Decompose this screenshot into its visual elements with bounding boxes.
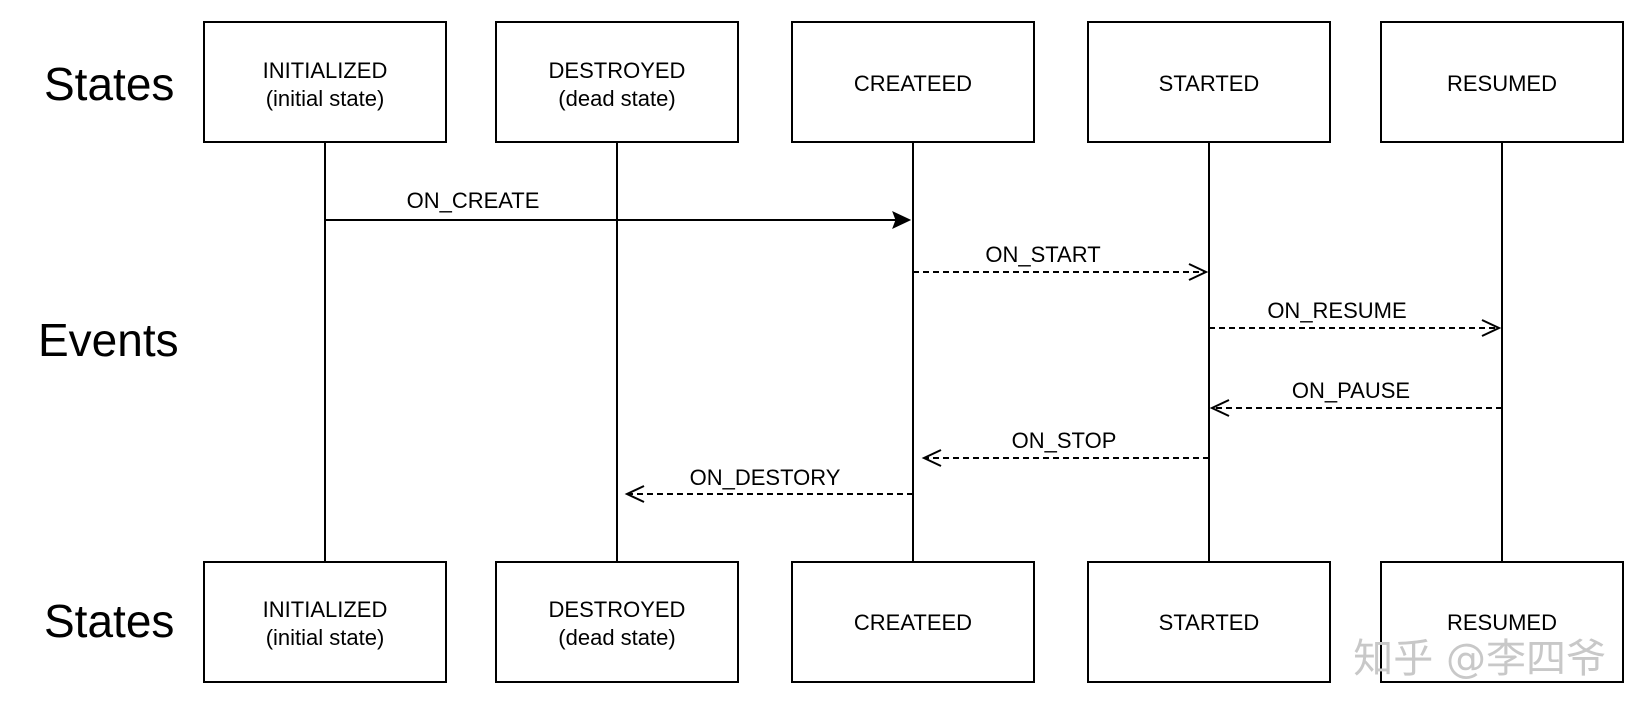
event-label: ON_DESTORY xyxy=(690,465,841,490)
state-name: CREATEED xyxy=(854,610,972,635)
watermark: 知乎 @李四爷 xyxy=(1353,636,1606,682)
event-label: ON_PAUSE xyxy=(1292,378,1410,403)
state-name: CREATEED xyxy=(854,71,972,96)
open-arrowhead-icon xyxy=(1481,319,1502,337)
state-note: (initial state) xyxy=(266,86,385,111)
event-label: ON_STOP xyxy=(1012,428,1117,453)
state-box-resumed-top: RESUMED xyxy=(1380,21,1624,143)
row-label-top-states: States xyxy=(44,58,174,110)
event-on-pause: ON_PAUSE xyxy=(1209,378,1502,417)
open-arrowhead-icon xyxy=(1188,263,1209,281)
state-box-resumed-bottom: RESUMED xyxy=(1380,561,1624,683)
bottom-states-row: INITIALIZED (initial state) DESTROYED (d… xyxy=(203,561,1624,683)
row-label-bottom-states: States xyxy=(44,595,174,647)
state-name: DESTROYED xyxy=(549,597,686,622)
open-arrowhead-icon xyxy=(624,485,645,503)
event-on-destory: ON_DESTORY xyxy=(624,465,913,503)
state-box-destroyed-top: DESTROYED (dead state) xyxy=(495,21,739,143)
state-name: RESUMED xyxy=(1447,71,1557,96)
event-label: ON_START xyxy=(985,242,1100,267)
row-label-events: Events xyxy=(38,314,179,366)
state-box-createed-bottom: CREATEED xyxy=(791,561,1035,683)
state-box-createed-top: CREATEED xyxy=(791,21,1035,143)
open-arrowhead-icon xyxy=(921,449,942,467)
state-name: RESUMED xyxy=(1447,610,1557,635)
state-note: (initial state) xyxy=(266,625,385,650)
event-on-stop: ON_STOP xyxy=(921,428,1209,467)
open-arrowhead-icon xyxy=(1209,399,1230,417)
state-box-started-top: STARTED xyxy=(1087,21,1331,143)
event-label: ON_CREATE xyxy=(407,188,540,213)
event-on-resume: ON_RESUME xyxy=(1209,298,1502,337)
event-on-start: ON_START xyxy=(913,242,1209,281)
state-name: INITIALIZED xyxy=(263,58,388,83)
events-group: ON_CREATE ON_START ON_RESUME ON_PAUSE ON… xyxy=(325,188,1502,503)
event-label: ON_RESUME xyxy=(1267,298,1406,323)
top-states-row: INITIALIZED (initial state) DESTROYED (d… xyxy=(203,21,1624,143)
state-box-started-bottom: STARTED xyxy=(1087,561,1331,683)
state-name: INITIALIZED xyxy=(263,597,388,622)
event-on-create: ON_CREATE xyxy=(325,188,912,229)
state-name: STARTED xyxy=(1159,71,1260,96)
state-name: STARTED xyxy=(1159,610,1260,635)
state-note: (dead state) xyxy=(558,86,675,111)
state-box-destroyed-bottom: DESTROYED (dead state) xyxy=(495,561,739,683)
arrowhead-icon xyxy=(892,211,912,229)
state-box-initialized-bottom: INITIALIZED (initial state) xyxy=(203,561,447,683)
lifelines xyxy=(324,142,1503,562)
state-note: (dead state) xyxy=(558,625,675,650)
state-name: DESTROYED xyxy=(549,58,686,83)
state-box-initialized-top: INITIALIZED (initial state) xyxy=(203,21,447,143)
